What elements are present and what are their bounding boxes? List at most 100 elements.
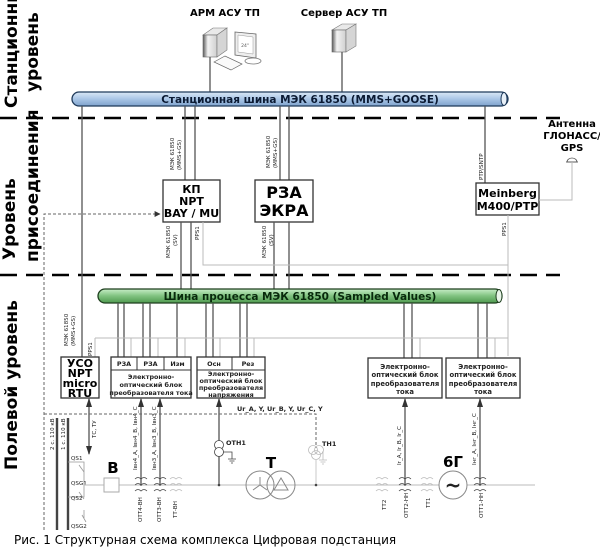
device-meinberg: Meinberg M400/PTP bbox=[475, 182, 540, 216]
ct-ott1-nn bbox=[473, 477, 487, 492]
svg-text:тока: тока bbox=[474, 388, 492, 396]
cell-rza-1: РЗА bbox=[117, 360, 131, 368]
link-label-meinberg-pps: PPS1 bbox=[502, 222, 508, 236]
cell-rez: Рез bbox=[242, 360, 255, 368]
svg-text:~: ~ bbox=[445, 473, 462, 497]
link-label-ptp: PTP/SNTP bbox=[479, 153, 485, 180]
station-bus-label: Станционная шина МЭК 61850 (MMS+GOOSE) bbox=[161, 94, 439, 106]
svg-text:оптический блок: оптический блок bbox=[120, 381, 184, 389]
ct-ott4-vn bbox=[134, 477, 148, 492]
ct-ott2-nn bbox=[398, 477, 412, 492]
label-ott2-nn: ОТТ2-НН bbox=[404, 493, 410, 518]
label-otn1: ОТН1 bbox=[226, 439, 246, 447]
svg-text:Электронно-: Электронно- bbox=[380, 363, 430, 371]
server-label: Сервер АСУ ТП bbox=[301, 8, 388, 19]
ct-tt2 bbox=[375, 477, 389, 492]
svg-text:МЭК 61850: МЭК 61850 bbox=[170, 137, 176, 170]
signal-i-r: Ir_A, Ir_B, Ir_C bbox=[397, 426, 403, 465]
svg-text:оптический блок: оптический блок bbox=[450, 371, 517, 379]
process-bus-label: Шина процесса МЭК 61850 (Sampled Values) bbox=[164, 291, 437, 303]
svg-text:Станционный: Станционный bbox=[2, 0, 22, 108]
svg-text:(MMS+GS): (MMS+GS) bbox=[177, 140, 183, 170]
level-bay-label: Уровень присоединения bbox=[0, 109, 43, 262]
svg-text:(MMS+GS): (MMS+GS) bbox=[71, 316, 77, 346]
cell-izm: Изм bbox=[170, 360, 184, 368]
svg-text:преобразователя тока: преобразователя тока bbox=[109, 389, 192, 397]
eo-current-block-3: Электронно- оптический блок преобразоват… bbox=[445, 357, 521, 399]
label-tt2: ТТ2 bbox=[382, 500, 388, 511]
busbar-1-label: 1 с. 110 кВ bbox=[61, 418, 67, 450]
svg-text:напряжения: напряжения bbox=[208, 391, 254, 399]
keyboard-icon bbox=[213, 55, 243, 71]
svg-text:преобразователя: преобразователя bbox=[199, 384, 263, 392]
signal-i-nn: Iнг_A, Iнг_B, Iнг_C bbox=[472, 413, 478, 465]
svg-text:ЭКРА: ЭКРА bbox=[260, 201, 310, 220]
pc-tower-icon bbox=[202, 27, 228, 58]
label-qs2: QS2 bbox=[71, 496, 83, 502]
svg-text:оптический блок: оптический блок bbox=[372, 371, 439, 379]
station-bus: Станционная шина МЭК 61850 (MMS+GOOSE) bbox=[71, 91, 509, 107]
eo-current-block-2: Электронно- оптический блок преобразоват… bbox=[367, 357, 443, 399]
svg-text:преобразователя: преобразователя bbox=[371, 380, 439, 388]
breaker-label: В bbox=[107, 459, 118, 477]
label-qsg1: QSG1 bbox=[71, 481, 87, 487]
level-station-label: Станционный уровень bbox=[2, 0, 43, 108]
ct-tt1 bbox=[420, 477, 434, 492]
svg-text:Meinberg: Meinberg bbox=[478, 187, 537, 200]
breaker bbox=[103, 477, 120, 493]
antenna: Антенна ГЛОНАСС/ GPS bbox=[543, 119, 600, 163]
svg-text:УСО: УСО bbox=[67, 357, 93, 370]
signal-i-vn4: Iвн4_A, Iвн4_B, Iвн4_C bbox=[133, 406, 139, 470]
workstation: АРМ АСУ ТП 24" bbox=[190, 8, 262, 71]
signal-i-vn3: Iвн3_A, Iвн3_B, Iвн3_C bbox=[152, 406, 158, 470]
svg-text:МЭК 61850: МЭК 61850 bbox=[64, 313, 70, 346]
svg-text:NPT: NPT bbox=[179, 195, 204, 208]
label-qs1: QS1 bbox=[71, 456, 83, 462]
svg-text:NPT: NPT bbox=[68, 367, 93, 380]
svg-text:RTU: RTU bbox=[68, 387, 92, 400]
svg-text:Уровень: Уровень bbox=[0, 178, 20, 260]
disconnectors bbox=[68, 461, 87, 523]
svg-text:(MMS+GS): (MMS+GS) bbox=[273, 138, 279, 168]
link-label-kp-mms: МЭК 61850 (MMS+GS) bbox=[170, 137, 183, 170]
svg-text:тока: тока bbox=[396, 388, 414, 396]
svg-text:Электронно-: Электронно- bbox=[208, 370, 255, 378]
label-tt1: ТТ1 bbox=[426, 497, 432, 509]
server-icon bbox=[330, 23, 358, 53]
server: Сервер АСУ ТП bbox=[301, 8, 388, 53]
svg-text:преобразователя: преобразователя bbox=[449, 380, 517, 388]
link-label-rza-mms: МЭК 61850 (MMS+GS) bbox=[266, 135, 279, 168]
svg-text:ГЛОНАСС/: ГЛОНАСС/ bbox=[543, 131, 600, 142]
label-ott1-nn: ОТТ1-НН bbox=[479, 493, 485, 518]
svg-text:(SV): (SV) bbox=[269, 234, 275, 246]
process-bus: Шина процесса МЭК 61850 (Sampled Values) bbox=[97, 288, 503, 304]
transformer bbox=[245, 470, 296, 500]
eo-voltage-block: Осн Рез Электронно- оптический блок прео… bbox=[196, 356, 266, 399]
device-rza-ekra: РЗА ЭКРА bbox=[254, 179, 314, 223]
svg-text:МЭК 61850: МЭК 61850 bbox=[266, 135, 272, 168]
svg-text:Антенна: Антенна bbox=[548, 119, 596, 130]
svg-text:присоединения: присоединения bbox=[23, 109, 43, 262]
svg-text:Электронно-: Электронно- bbox=[128, 373, 175, 381]
svg-text:GPS: GPS bbox=[561, 143, 584, 154]
vt-otn1 bbox=[214, 440, 236, 464]
link-label-rza-sv: МЭК 61850 (SV) bbox=[262, 225, 275, 258]
ct-tt-vn bbox=[169, 477, 183, 492]
device-uso-npt-micro-rtu: УСО NPT micro RTU bbox=[60, 356, 100, 400]
label-ott3-vn: ОТТ3-ВН bbox=[157, 497, 163, 522]
link-label-tc-ty: ТС, ТУ bbox=[92, 420, 98, 439]
workstation-label: АРМ АСУ ТП bbox=[190, 8, 260, 19]
link-label-kp-sv: МЭК 61850 (SV) bbox=[166, 225, 179, 258]
generator-label: 6Г bbox=[443, 453, 463, 471]
device-kp-npt-bay-mu: КП NPT BAY / MU bbox=[162, 179, 221, 223]
cell-rza-2: РЗА bbox=[143, 360, 157, 368]
eo-current-block-1: РЗА РЗА Изм Электронно- оптический блок … bbox=[109, 356, 193, 399]
link-label-uso-pps: PPS1 bbox=[88, 342, 94, 356]
svg-text:РЗА: РЗА bbox=[266, 183, 302, 202]
level-field-label: Полевой уровень bbox=[2, 300, 22, 470]
svg-text:уровень: уровень bbox=[23, 12, 43, 92]
cell-osn: Осн bbox=[207, 360, 221, 368]
svg-text:Электронно-: Электронно- bbox=[458, 363, 508, 371]
svg-text:МЭК 61850: МЭК 61850 bbox=[166, 225, 172, 258]
